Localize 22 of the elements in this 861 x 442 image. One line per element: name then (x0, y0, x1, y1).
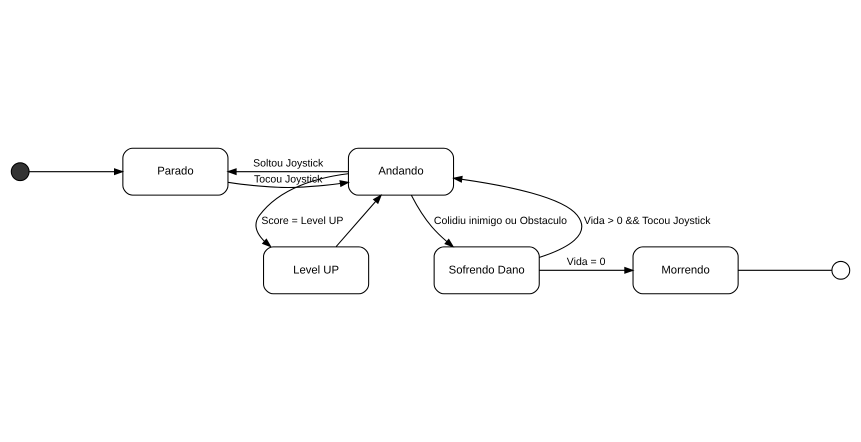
arrow (29, 168, 124, 176)
node-circle (831, 260, 850, 280)
node-box: Level UP (263, 246, 370, 294)
arrow (336, 194, 382, 247)
arrow (255, 173, 348, 248)
edge-label: Score = Level UP (261, 214, 344, 227)
node-box: Morrendo (632, 246, 739, 294)
node-box: Andando (348, 148, 454, 196)
edge-label: Vida = 0 (566, 256, 606, 268)
node-circle (10, 162, 30, 182)
edge-label: Tocou Joystick (254, 174, 322, 186)
arrow (539, 266, 634, 274)
arrow (228, 180, 350, 188)
node-box: Sofrendo Dano (434, 246, 540, 294)
edge-label: Colidiu inimigo ou Obstaculo (434, 214, 567, 227)
node-box: Parado (122, 148, 228, 196)
edge-label: Vida > 0 && Tocou Joystick (584, 214, 710, 227)
connector (738, 270, 832, 271)
arrow (226, 168, 348, 176)
arrow (452, 176, 582, 258)
edge-label: Soltou Joystick (253, 157, 324, 170)
arrow (410, 195, 454, 248)
